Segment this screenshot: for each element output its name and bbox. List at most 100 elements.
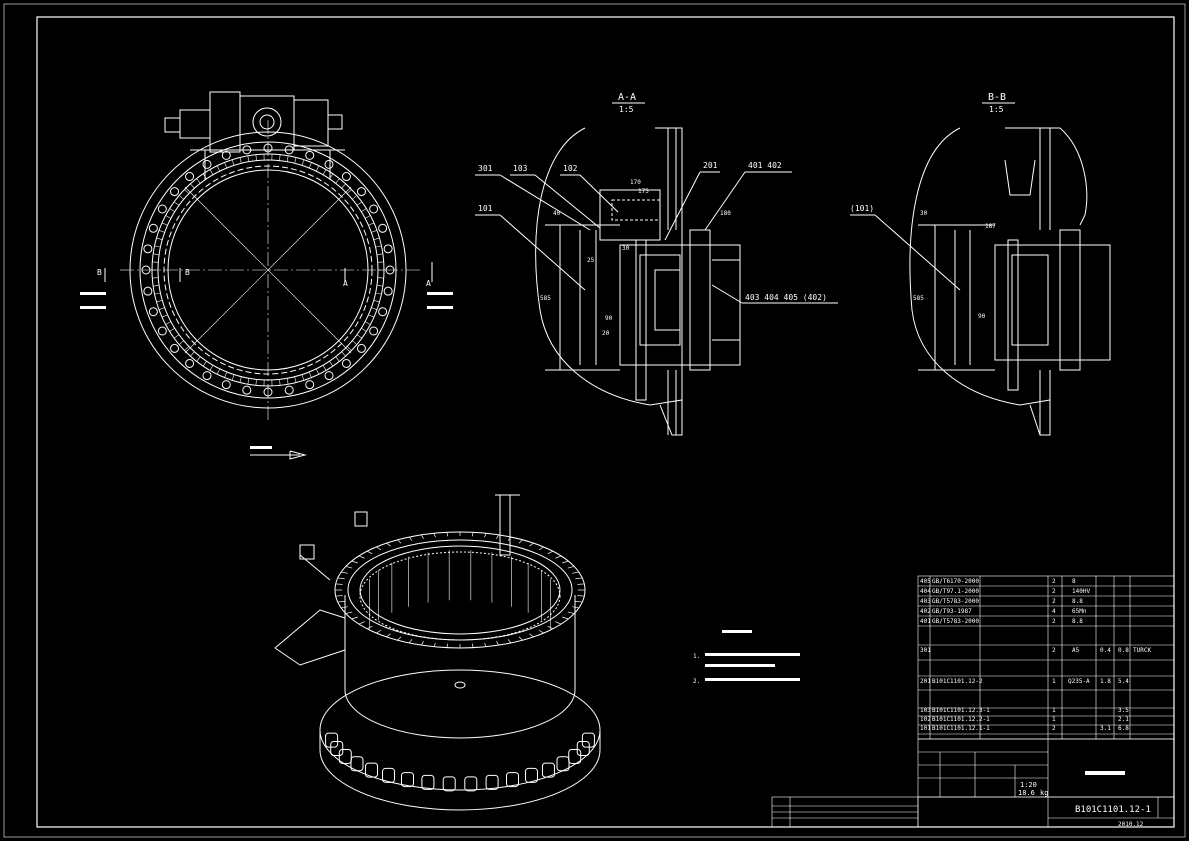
callout-101b: (101)	[850, 204, 874, 213]
gear-tooth	[368, 314, 375, 318]
bom-row-405: 405 GB/T6170-2000 2 8	[920, 578, 1076, 585]
svg-text:GB/T6170-2000: GB/T6170-2000	[932, 578, 979, 585]
svg-text:0.8: 0.8	[1118, 647, 1129, 654]
bolt-hole	[356, 343, 366, 353]
gear-tooth	[376, 285, 383, 287]
dim-20: 20	[602, 330, 610, 337]
gear-tooth	[239, 157, 242, 164]
iso-bolt	[556, 756, 570, 772]
iso-gear-tooth	[507, 639, 512, 644]
technical-notes: 1. 2.	[693, 630, 800, 685]
bolt-hole	[202, 371, 212, 381]
dim-30b: 30	[920, 210, 928, 217]
gear-tooth	[308, 371, 312, 378]
gear-tooth	[209, 169, 214, 175]
bolt-hole	[242, 385, 252, 395]
gear-tooth	[231, 374, 235, 381]
svg-text:1.8: 1.8	[1100, 678, 1111, 685]
svg-text:65Mn: 65Mn	[1072, 608, 1087, 615]
gear-tooth	[368, 222, 375, 226]
section-aa: A-A 1:5 301	[475, 92, 838, 436]
svg-text:8.8: 8.8	[1072, 618, 1083, 625]
iso-gear-tooth	[496, 534, 499, 539]
outer-frame	[3, 3, 1186, 838]
iso-gear-tooth	[386, 542, 391, 547]
bolt-hole	[170, 187, 180, 197]
iso-bolt	[325, 732, 339, 748]
weight-unit: kg	[1040, 789, 1048, 797]
gear-tooth	[255, 379, 257, 386]
iso-gear-tooth	[366, 550, 373, 555]
gear-tooth	[352, 195, 358, 200]
dim-170: 170	[630, 179, 641, 186]
iso-gear-tooth	[518, 636, 523, 641]
gear-tooth	[315, 165, 320, 172]
dim-30: 30	[622, 245, 630, 252]
gear-tooth	[196, 178, 201, 184]
iso-inner-ribs	[369, 550, 551, 630]
bolt-hole	[378, 223, 388, 233]
svg-text:2: 2	[1052, 618, 1056, 625]
svg-text:140HV: 140HV	[1072, 588, 1090, 595]
note-2-number: 2.	[693, 678, 700, 685]
gear-tooth	[341, 183, 346, 189]
svg-text:403: 403	[920, 598, 931, 605]
gear-tooth	[190, 183, 195, 189]
svg-text:6.8: 6.8	[1118, 725, 1129, 732]
iso-gear-tooth	[538, 546, 544, 551]
plan-label-a-right: A	[426, 279, 431, 288]
iso-gear-tooth	[358, 555, 365, 559]
title-block: 1:20 18.6 kg B101C1101.12-1 2010.12 405 …	[771, 575, 1175, 828]
gear-tooth	[356, 334, 363, 339]
section-aa-scale: 1:5	[619, 105, 634, 114]
iso-bolt	[330, 741, 344, 757]
gear-tooth	[315, 368, 320, 375]
iso-gear-tooth	[496, 641, 499, 646]
iso-gear-tooth	[376, 546, 382, 551]
iso-gear-tooth	[555, 555, 562, 559]
iso-gear-tooth	[345, 566, 353, 569]
gear-tooth	[247, 155, 250, 162]
plan-bolt-circle	[141, 143, 395, 397]
iso-gear-tooth	[397, 636, 402, 641]
bom-row-301: 301 2 A5 0.4 0.8 TURCK	[920, 647, 1151, 654]
bolt-hole	[383, 286, 393, 296]
svg-text:101: 101	[920, 725, 931, 732]
bolt-hole	[369, 204, 379, 214]
dim-25: 25	[587, 257, 595, 264]
callout-401-402: 401 402	[748, 161, 782, 170]
iso-bolt	[400, 772, 414, 788]
svg-text:401: 401	[920, 618, 931, 625]
iso-bolt	[442, 776, 456, 792]
gear-tooth	[190, 351, 195, 357]
svg-text:B101C1101.12.1-1: B101C1101.12.1-1	[932, 725, 990, 732]
iso-gear-tooth	[433, 533, 436, 538]
svg-text:4: 4	[1052, 608, 1056, 615]
iso-bolt	[421, 774, 435, 790]
bolt-hole	[170, 343, 180, 353]
iso-bolt	[568, 748, 582, 764]
gear-tooth	[224, 371, 228, 378]
svg-text:8.8: 8.8	[1072, 598, 1083, 605]
section-bb-scale: 1:5	[989, 105, 1004, 114]
section-bb-title: B-B	[988, 92, 1006, 103]
iso-gear-tooth	[538, 629, 544, 634]
svg-text:301: 301	[920, 647, 931, 654]
iso-gear-tooth	[421, 641, 424, 646]
dim-90: 90	[605, 315, 613, 322]
iso-bolt	[365, 762, 379, 778]
bolt-hole	[143, 286, 153, 296]
dim-175: 175	[638, 188, 649, 195]
gear-tooth	[375, 292, 382, 295]
svg-text:A5: A5	[1072, 647, 1080, 654]
gear-tooth	[209, 365, 214, 371]
svg-text:1: 1	[1052, 716, 1056, 723]
gear-tooth	[154, 292, 161, 295]
iso-gear-tooth	[562, 560, 569, 564]
iso-gear-tooth	[471, 643, 474, 648]
bolt-hole	[305, 150, 315, 160]
gear-tooth	[308, 162, 312, 169]
svg-text:B101C1101.12.2-1: B101C1101.12.2-1	[932, 716, 990, 723]
gear-tooth	[156, 300, 163, 303]
